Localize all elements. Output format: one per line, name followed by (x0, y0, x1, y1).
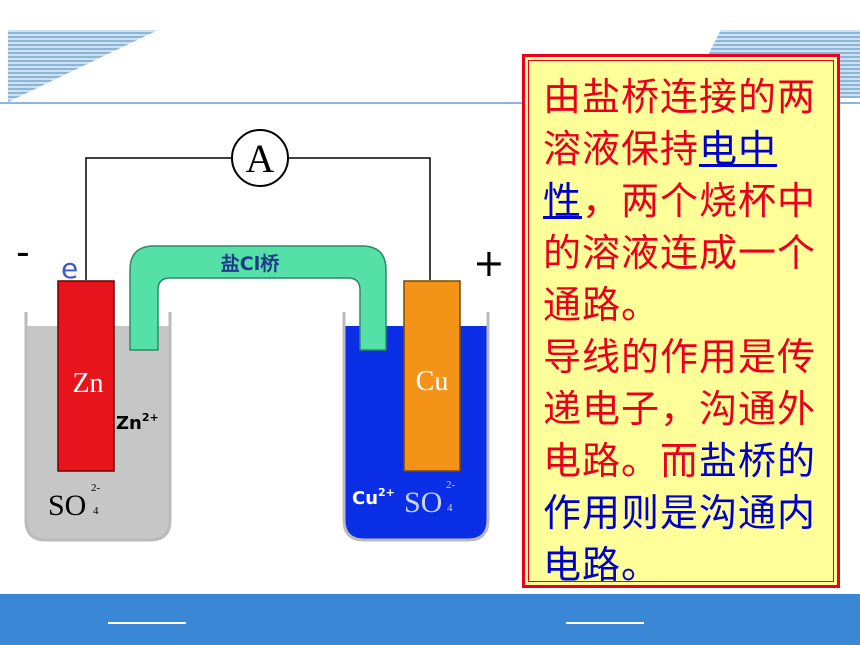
salt-bridge (129, 245, 387, 351)
explanation-text-3: 导线的作用是传递电子，沟通外电路。 (543, 335, 817, 483)
explanation-text-1: 由盐桥连接的两溶液保持 (543, 75, 817, 171)
left-sulfate-label: SO (48, 489, 86, 522)
left-sulfate-subscript: 4 (93, 505, 99, 517)
zinc-ion-label: Zn2+ (116, 411, 159, 434)
copper-electrode-label: Cu (416, 366, 449, 397)
galvanic-cell-diagram: A - e + 盐Cl桥 Zn Cu Zn2+ SO 2- 4 Cu2+ SO … (16, 129, 505, 542)
right-sulfate-charge: 2- (446, 479, 456, 491)
negative-terminal-sign: - (16, 230, 30, 274)
salt-bridge-label: 盐Cl桥 (221, 252, 280, 275)
ammeter: A (231, 129, 289, 187)
ammeter-label: A (246, 136, 275, 181)
footer-bar (0, 594, 860, 645)
explanation-text-2: ，两个烧杯中的溶液连成一个通路。 (543, 179, 817, 327)
right-sulfate-label: SO (404, 486, 442, 519)
zinc-electrode-label: Zn (72, 368, 103, 399)
copper-electrode (403, 280, 461, 472)
right-beaker-wall (342, 312, 490, 542)
highlight-electroneutrality: 电中性 (543, 127, 778, 223)
positive-terminal-sign: + (473, 241, 505, 285)
right-sulfate-subscript: 4 (447, 502, 453, 514)
left-sulfate-charge: 2- (91, 482, 101, 494)
header-rule (0, 102, 860, 104)
zinc-electrode (57, 280, 115, 472)
copper-ion-label: Cu2+ (352, 486, 395, 509)
electron-label: e (61, 252, 78, 285)
external-wire (85, 157, 431, 280)
footer-line-right (566, 622, 644, 624)
left-beaker-wall (24, 312, 172, 542)
explanation-textbox: 由盐桥连接的两溶液保持电中性，两个烧杯中的溶液连成一个通路。导线的作用是传递电子… (522, 54, 840, 588)
explanation-text-4: 而 (660, 439, 700, 483)
explanation-text-5: 盐桥的作用则是沟通内电路。 (543, 439, 817, 587)
footer-line-left (108, 622, 186, 624)
